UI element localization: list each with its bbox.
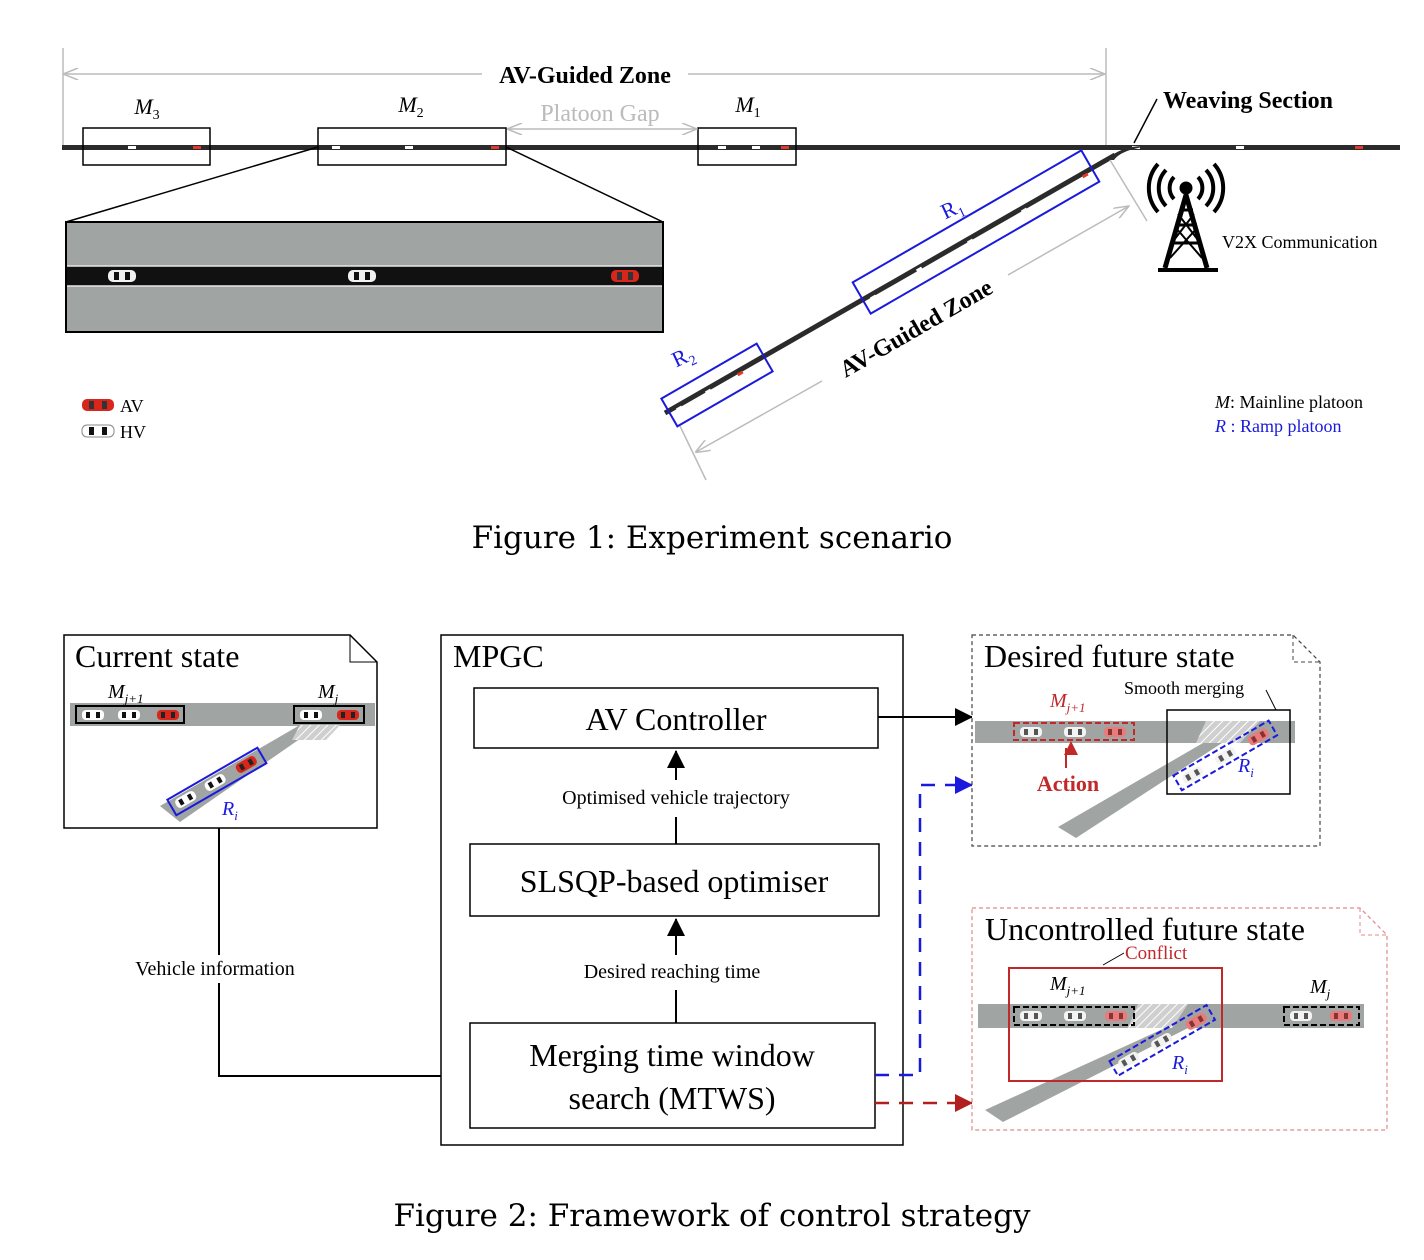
cs-mj-box xyxy=(293,705,365,724)
platoon-m2-box xyxy=(317,127,507,166)
legend-hv-label: HV xyxy=(120,422,146,442)
uncontrolled-state-title: Uncontrolled future state xyxy=(985,911,1305,947)
optimiser-label: SLSQP-based optimiser xyxy=(520,863,829,899)
label-r1: R1 xyxy=(937,192,969,227)
smooth-merging-label: Smooth merging xyxy=(1124,678,1244,698)
cs-mj1-box xyxy=(75,705,185,724)
mtws-label-1: Merging time window xyxy=(529,1037,815,1073)
ds-mj1-box xyxy=(1013,722,1135,741)
smooth-merging-pointer xyxy=(1265,689,1277,711)
platoon-gap-label: Platoon Gap xyxy=(540,101,659,127)
conflict-pointer xyxy=(1102,952,1125,966)
optimiser-box xyxy=(469,843,880,917)
platoon-r2-box xyxy=(660,342,774,428)
smooth-merging-box xyxy=(1166,709,1291,795)
figure-1: AV-Guided Zone M3 M2 M1 Platoon Gap xyxy=(62,48,1400,481)
zoom-av-car xyxy=(611,270,639,282)
v2x-label: V2X Communication xyxy=(1222,232,1378,252)
ramp-road xyxy=(663,152,1117,416)
desired-state-title: Desired future state xyxy=(984,638,1235,674)
us-ramp xyxy=(985,1028,1188,1122)
ramp-vehicle-marks xyxy=(675,172,1089,412)
legend: AV HV xyxy=(81,396,146,442)
current-state-panel: Current state Mj+1 Mj Ri xyxy=(63,634,378,829)
ramp-zone-label: AV-Guided Zone xyxy=(836,275,998,384)
ds-label-ri: Ri xyxy=(1237,755,1254,780)
ds-hatch xyxy=(1196,721,1260,743)
vehicle-info-label: Vehicle information xyxy=(135,958,294,980)
av-controller-label: AV Controller xyxy=(585,701,766,737)
zoom-line-left xyxy=(65,146,319,223)
antenna-icon xyxy=(1146,162,1226,272)
us-mj-box xyxy=(1283,1006,1360,1026)
figure-2: Current state Mj+1 Mj Ri xyxy=(63,634,1388,1146)
figure-1-caption: Figure 1: Experiment scenario xyxy=(471,520,953,556)
vehicle-info-bg xyxy=(116,955,316,983)
cs-label-mj: Mj xyxy=(317,681,339,706)
conflict-label: Conflict xyxy=(1125,943,1188,964)
desired-state-panel: Desired future state Smooth merging Mj+1… xyxy=(971,634,1321,847)
ds-ramp xyxy=(1058,743,1222,838)
ds-cars xyxy=(1020,727,1126,737)
us-hatch xyxy=(1128,1004,1188,1028)
figure-2-caption: Figure 2: Framework of control strategy xyxy=(393,1198,1031,1234)
legend-av-label: AV xyxy=(120,396,144,416)
us-cars xyxy=(1020,1011,1352,1021)
ds-ramp-platoon xyxy=(1172,719,1279,792)
cs-cars xyxy=(82,710,359,720)
action-label: Action xyxy=(1037,771,1099,796)
zoom-hv-car-1 xyxy=(108,270,136,282)
label-m3: M3 xyxy=(133,94,159,123)
cs-ramp xyxy=(160,725,320,822)
legend-av-icon xyxy=(82,399,114,411)
conflict-box xyxy=(1008,967,1223,1082)
mpgc-title: MPGC xyxy=(453,638,544,674)
current-state-title: Current state xyxy=(75,638,239,674)
us-label-mj: Mj xyxy=(1309,976,1331,1001)
key-mainline: M: Mainline platoon xyxy=(1214,392,1363,412)
us-label-ri: Ri xyxy=(1171,1052,1188,1077)
us-mj1-box xyxy=(1013,1006,1135,1026)
mtws-label-2: search (MTWS) xyxy=(568,1080,775,1116)
platoon-m1-box xyxy=(697,127,797,166)
us-ramp-platoon xyxy=(1108,1003,1217,1078)
ramp-zone-start-boundary xyxy=(679,425,707,481)
mtws-box xyxy=(469,1022,876,1129)
zoom-hv-car-2 xyxy=(348,270,376,282)
key-ramp: R : Ramp platoon xyxy=(1214,416,1342,436)
label-r2: R2 xyxy=(668,340,700,375)
mtws-to-desired-arrow xyxy=(875,776,973,1077)
zoomed-road xyxy=(65,221,664,333)
cs-hatch xyxy=(292,725,340,740)
av-controller-box xyxy=(473,687,879,749)
label-m1: M1 xyxy=(734,92,760,121)
legend-hv-icon xyxy=(81,424,115,438)
ramp-zone-arrow-upper xyxy=(1007,206,1129,276)
weaving-label: Weaving Section xyxy=(1163,88,1333,114)
desired-reaching-label: Desired reaching time xyxy=(584,961,761,983)
mainline-zone-label: AV-Guided Zone xyxy=(499,63,671,89)
ramp-zone-arrow-lower xyxy=(696,380,823,452)
mainline-road xyxy=(62,145,1400,150)
weaving-merge xyxy=(1106,145,1146,160)
zoom-line-right xyxy=(505,146,664,223)
optimised-trajectory-label: Optimised vehicle trajectory xyxy=(562,787,790,809)
weaving-pointer xyxy=(1133,98,1158,144)
cs-mainline xyxy=(70,703,375,726)
cs-label-ri: Ri xyxy=(221,798,238,823)
platoon-r1-box xyxy=(851,149,1101,315)
uncontrolled-state-panel: Uncontrolled future state Conflict xyxy=(971,907,1388,1131)
label-m2: M2 xyxy=(397,92,423,121)
vehicle-info-arrow xyxy=(218,828,467,1085)
ramp-zone-end-boundary xyxy=(1109,159,1148,222)
cs-ramp-platoon xyxy=(165,746,268,817)
platoon-m3-box xyxy=(82,127,211,166)
